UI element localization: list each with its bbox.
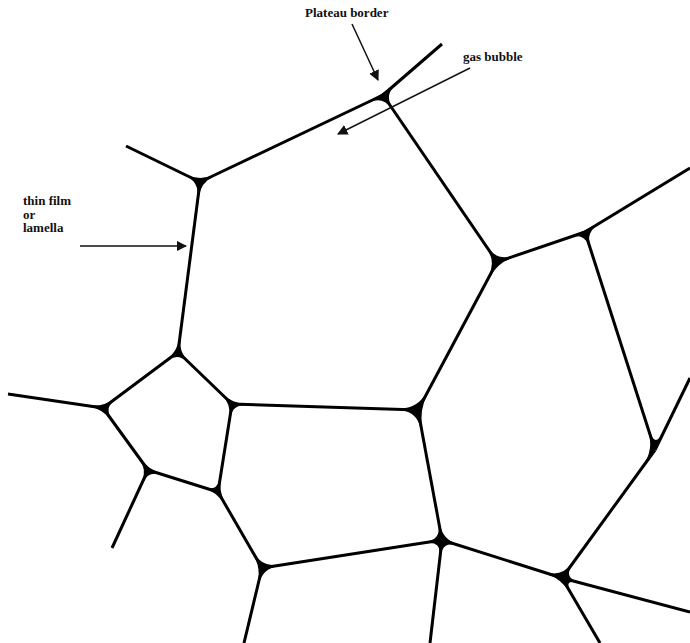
- lamella-film: [8, 394, 103, 408]
- lamella-film: [585, 168, 690, 232]
- lamella-film: [218, 404, 232, 492]
- lamella-film: [562, 578, 690, 612]
- plateau-border-shape: [643, 431, 663, 466]
- leader-line: [352, 24, 378, 80]
- lamella-film: [585, 232, 655, 450]
- lamella-film: [103, 352, 178, 408]
- plateau-border-shape: [223, 395, 245, 417]
- plateau-border-shape: [187, 175, 214, 196]
- lamella-film: [232, 404, 418, 410]
- lamella-film: [200, 95, 383, 182]
- lamella-film: [383, 95, 497, 262]
- plateau-border-shape: [89, 400, 114, 420]
- plateau-border-shape: [168, 339, 188, 361]
- plateau-border-shape: [487, 248, 513, 277]
- lamella-film: [442, 540, 562, 578]
- plateau-border-shape: [571, 224, 598, 246]
- plateau-border-shape: [254, 554, 278, 583]
- plateau-border-shape: [546, 564, 579, 592]
- plateau-border-shape: [369, 85, 396, 109]
- part-label: thin film or lamella: [22, 194, 76, 235]
- lamella-film: [262, 540, 442, 568]
- plateau-border-shape: [398, 392, 427, 429]
- part-label: Plateau border: [304, 6, 389, 20]
- lamella-film: [178, 182, 200, 352]
- plateau-border-shape: [426, 524, 457, 556]
- lamella-film: [562, 450, 655, 578]
- lamella-film: [418, 262, 497, 410]
- leader-line: [338, 68, 470, 134]
- part-label: gas bubble: [462, 50, 524, 64]
- plateau-border-shape: [140, 459, 160, 481]
- leader-line: [80, 245, 186, 247]
- plateau-border-shape: [206, 479, 225, 503]
